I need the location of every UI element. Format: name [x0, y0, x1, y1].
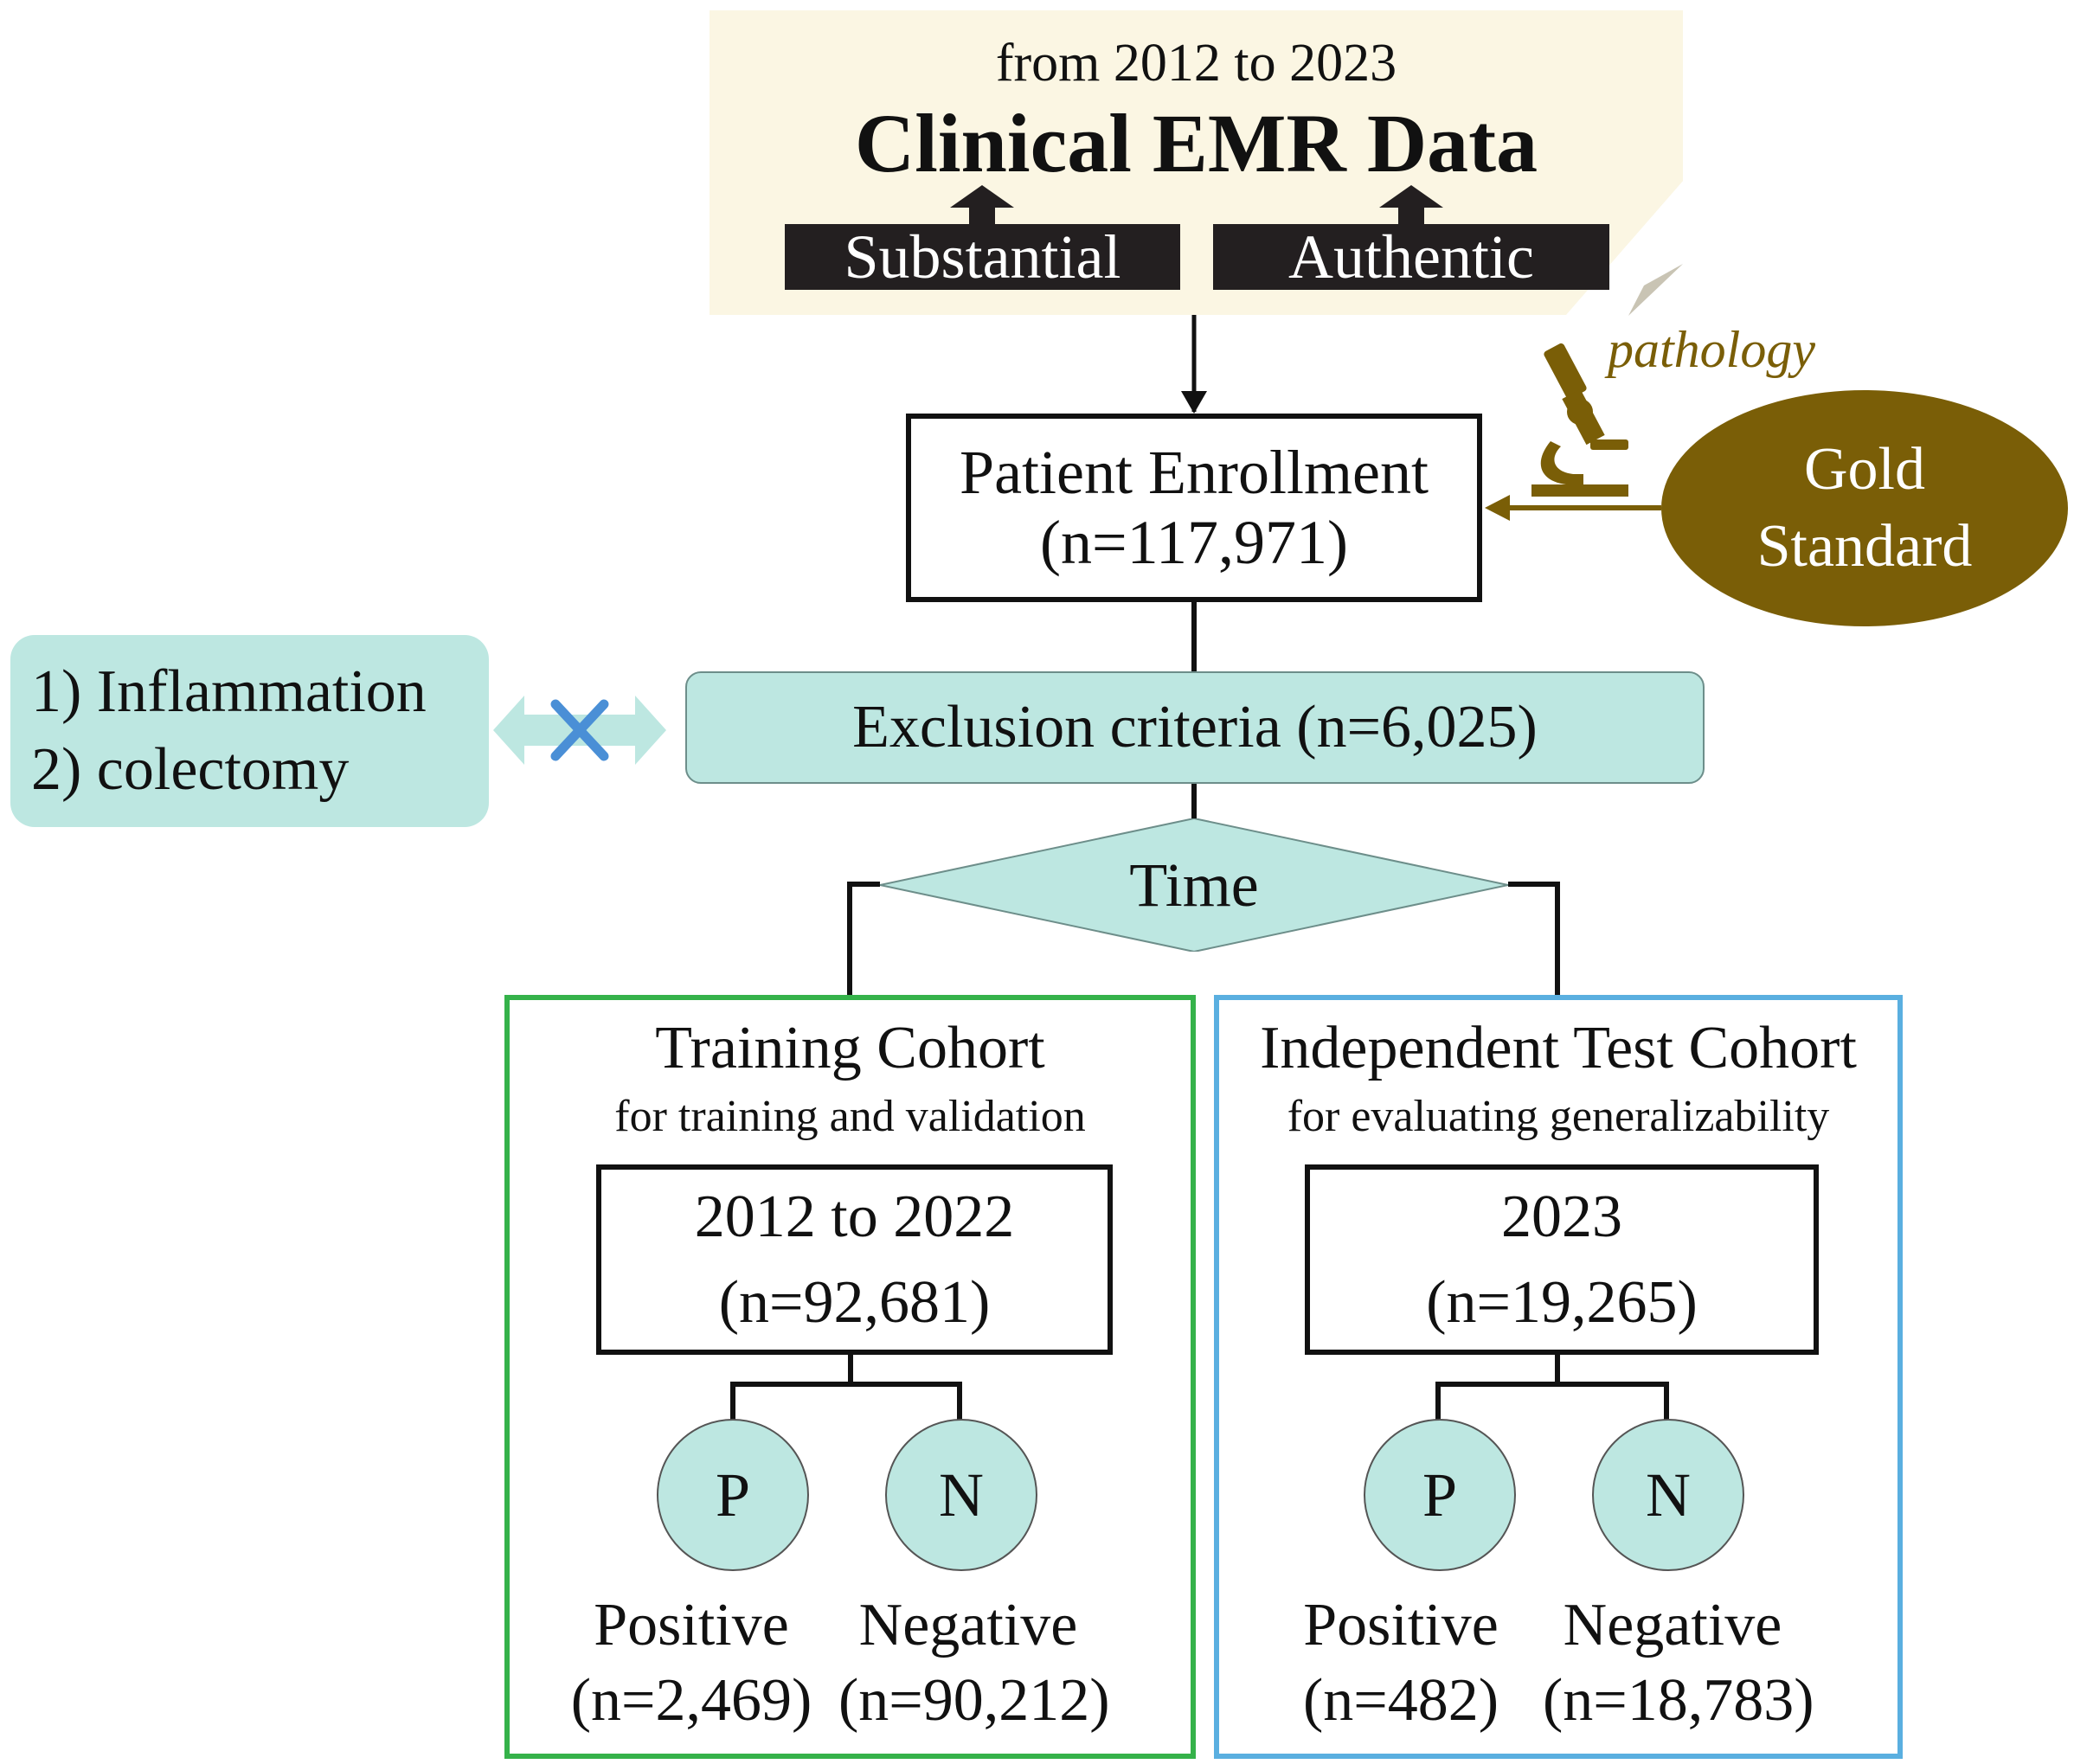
enrollment-label: Patient Enrollment	[960, 438, 1429, 508]
substantial-tag: Substantial	[785, 224, 1180, 290]
test-cohort-panel: Independent Test Cohort for evaluating g…	[1214, 995, 1903, 1759]
test-tree-line	[1435, 1350, 1560, 1421]
positive-count: (n=482)	[1302, 1666, 1499, 1734]
emr-title: Clinical EMR Data	[854, 97, 1538, 189]
note-fold-corner	[1628, 264, 1683, 316]
training-years: 2012 to 2022	[694, 1183, 1015, 1250]
test-count: (n=19,265)	[1426, 1269, 1698, 1336]
test-cohort-subtitle: for evaluating generalizability	[1287, 1092, 1830, 1141]
enrollment-count: (n=117,971)	[1040, 508, 1348, 577]
negative-label: Negative	[1563, 1592, 1782, 1658]
positive-label: Positive	[594, 1592, 789, 1658]
arrow-up-icon	[950, 185, 1014, 225]
test-cohort-title: Independent Test Cohort	[1260, 1015, 1857, 1081]
microscope-icon	[1531, 343, 1628, 497]
time-split-diamond	[880, 818, 1508, 952]
training-negative-label: Negative (n=90,212)	[838, 1588, 1110, 1739]
test-years: 2023	[1501, 1183, 1622, 1250]
positive-count: (n=2,469)	[570, 1666, 812, 1734]
arrow-up-icon	[1379, 185, 1443, 225]
gold-standard-node: Gold Standard	[1661, 390, 2068, 626]
test-years-box: 2023 (n=19,265)	[1305, 1164, 1819, 1355]
training-count: (n=92,681)	[718, 1269, 991, 1336]
gold-standard-line1: Gold	[1804, 435, 1925, 503]
exclusion-reasons-box: 1) Inflammation 2) colectomy	[10, 635, 489, 827]
negative-count: (n=90,212)	[838, 1666, 1110, 1734]
test-positive-label: Positive (n=482)	[1271, 1588, 1531, 1739]
exclusion-label: Exclusion criteria (n=6,025)	[852, 694, 1538, 760]
time-to-test-line	[1508, 882, 1560, 997]
test-negative-node: N	[1592, 1419, 1744, 1571]
emr-subtitle: from 2012 to 2023	[995, 34, 1397, 93]
patient-enrollment-box: Patient Enrollment (n=117,971)	[906, 414, 1482, 602]
exclusion-reason: 1) Inflammation	[31, 658, 427, 726]
time-to-training-line	[847, 882, 880, 997]
test-positive-node: P	[1364, 1419, 1516, 1571]
training-years-box: 2012 to 2022 (n=92,681)	[596, 1164, 1113, 1355]
training-cohort-subtitle: for training and validation	[614, 1092, 1086, 1141]
exclusion-criteria-box: Exclusion criteria (n=6,025)	[685, 671, 1705, 784]
pathology-label: pathology	[1608, 321, 1815, 378]
blocked-double-arrow-icon	[493, 696, 666, 765]
training-cohort-panel: Training Cohort for training and validat…	[504, 995, 1196, 1759]
training-negative-node: N	[885, 1419, 1037, 1571]
authentic-tag: Authentic	[1213, 224, 1609, 290]
test-negative-label: Negative (n=18,783)	[1543, 1588, 1814, 1739]
time-label: Time	[1129, 850, 1259, 920]
training-cohort-title: Training Cohort	[655, 1015, 1045, 1081]
training-positive-label: Positive (n=2,469)	[562, 1588, 821, 1739]
negative-count: (n=18,783)	[1543, 1666, 1814, 1734]
gold-standard-line2: Standard	[1756, 512, 1973, 580]
positive-label: Positive	[1303, 1592, 1499, 1658]
training-positive-node: P	[657, 1419, 809, 1571]
negative-label: Negative	[858, 1592, 1078, 1658]
training-tree-line	[730, 1350, 853, 1421]
exclusion-reason: 2) colectomy	[31, 736, 350, 803]
